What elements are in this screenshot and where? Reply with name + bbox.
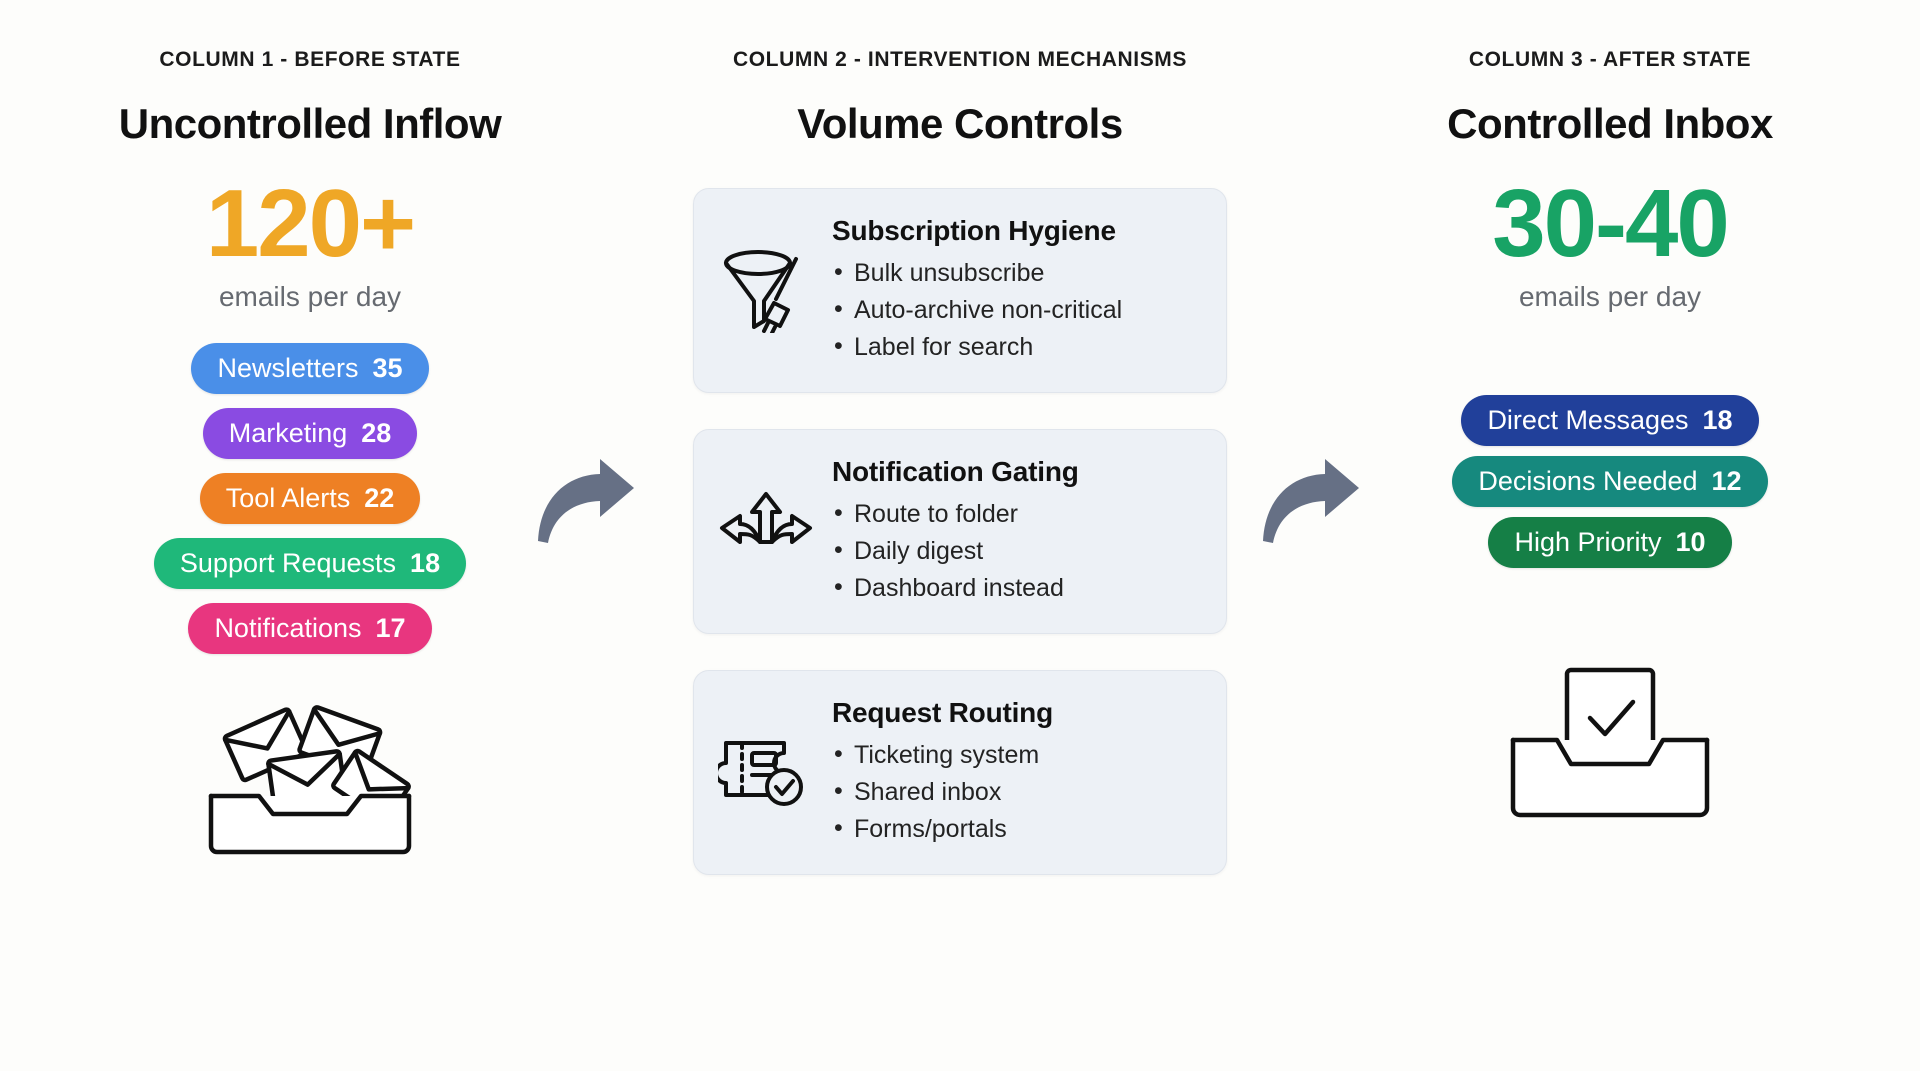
pill-label: Tool Alerts [225,482,351,513]
column-3-kicker: COLUMN 3 - AFTER STATE [1468,48,1752,71]
column-3-headline: Controlled Inbox [1447,100,1773,147]
pill-notifications[interactable]: Notifications 17 [188,602,432,654]
column-1-headline: Uncontrolled Inflow [118,100,502,147]
pill-direct-messages[interactable]: Direct Messages 18 [1461,394,1759,446]
ticket-check-icon [716,719,816,819]
pill-high-priority[interactable]: High Priority 10 [1488,516,1732,568]
messy-envelopes-inbox-icon [208,704,412,855]
pill-value: 12 [1711,465,1742,496]
pill-value: 35 [372,352,403,383]
card-3-bullets: Ticketing system Shared inbox Forms/port… [832,738,1200,847]
card-1-title: Subscription Hygiene [832,215,1116,246]
pill-value: 22 [364,482,395,513]
pill-label: Marketing [228,417,348,448]
curved-right-arrow-icon [1263,459,1359,543]
pill-value: 17 [375,612,406,643]
card-1-bullet-2: Auto-archive non-critical [832,293,1200,328]
pill-support-requests[interactable]: Support Requests 18 [153,537,467,589]
mechanism-card-list: Subscription Hygiene Bulk unsubscribe Au… [693,188,1227,875]
card-3-bullet-1: Ticketing system [832,738,1200,773]
card-1-bullets: Bulk unsubscribe Auto-archive non-critic… [832,256,1200,365]
organized-inbox-check-icon [1510,667,1710,818]
card-2-title: Notification Gating [832,456,1079,487]
pill-marketing[interactable]: Marketing 28 [202,407,418,459]
before-illustration-wrap [40,688,580,863]
pill-label: Decisions Needed [1478,465,1698,496]
pill-value: 28 [361,417,392,448]
card-2-body: Notification Gating Route to folder Dail… [832,452,1200,608]
card-3-bullet-3: Forms/portals [832,812,1200,847]
card-2-bullet-2: Daily digest [832,534,1200,569]
card-2-bullets: Route to folder Daily digest Dashboard i… [832,497,1200,606]
pill-value: 18 [1702,404,1733,435]
pill-label: Direct Messages [1487,404,1689,435]
column-1-kicker: COLUMN 1 - BEFORE STATE [159,48,461,71]
pill-label: Notifications [214,612,362,643]
before-metric-label: emails per day [218,280,402,312]
pill-value: 10 [1675,526,1706,557]
after-metric-value: 30-40 [1492,170,1730,277]
card-request-routing[interactable]: Request Routing Ticketing system Shared … [693,670,1227,875]
pill-decisions-needed[interactable]: Decisions Needed 12 [1452,455,1768,507]
before-metric-value: 120+ [205,170,416,277]
arrow-before-to-middle [530,455,640,550]
card-2-bullet-1: Route to folder [832,497,1200,532]
card-3-title: Request Routing [832,697,1053,728]
after-metric-label: emails per day [1518,280,1702,312]
route-split-arrows-icon [716,478,816,578]
card-notification-gating[interactable]: Notification Gating Route to folder Dail… [693,429,1227,634]
pill-label: High Priority [1514,526,1662,557]
card-subscription-hygiene[interactable]: Subscription Hygiene Bulk unsubscribe Au… [693,188,1227,393]
column-2-headline: Volume Controls [797,100,1123,147]
card-1-bullet-1: Bulk unsubscribe [832,256,1200,291]
card-1-bullet-3: Label for search [832,330,1200,365]
card-2-bullet-3: Dashboard instead [832,571,1200,606]
column-after-state: COLUMN 3 - AFTER STATE Controlled Inbox … [1340,0,1880,1071]
arrow-middle-to-after [1255,455,1365,550]
column-before-state: COLUMN 1 - BEFORE STATE Uncontrolled Inf… [40,0,580,1071]
curved-right-arrow-icon [538,459,634,543]
pill-tool-alerts[interactable]: Tool Alerts 22 [199,472,421,524]
before-category-pill-list: Newsletters 35 Marketing 28 Tool Alerts … [40,342,580,654]
pill-label: Support Requests [179,547,397,578]
pill-label: Newsletters [217,352,359,383]
pill-value: 18 [410,547,441,578]
card-3-body: Request Routing Ticketing system Shared … [832,693,1200,849]
card-3-bullet-2: Shared inbox [832,775,1200,810]
card-1-body: Subscription Hygiene Bulk unsubscribe Au… [832,211,1200,367]
column-intervention-mechanisms: COLUMN 2 - INTERVENTION MECHANISMS Volum… [680,0,1240,1071]
after-illustration-wrap [1340,656,1880,831]
pill-newsletters[interactable]: Newsletters 35 [191,342,429,394]
after-category-pill-list: Direct Messages 18 Decisions Needed 12 H… [1340,394,1880,568]
column-2-kicker: COLUMN 2 - INTERVENTION MECHANISMS [732,48,1188,71]
funnel-brush-icon [716,237,816,337]
